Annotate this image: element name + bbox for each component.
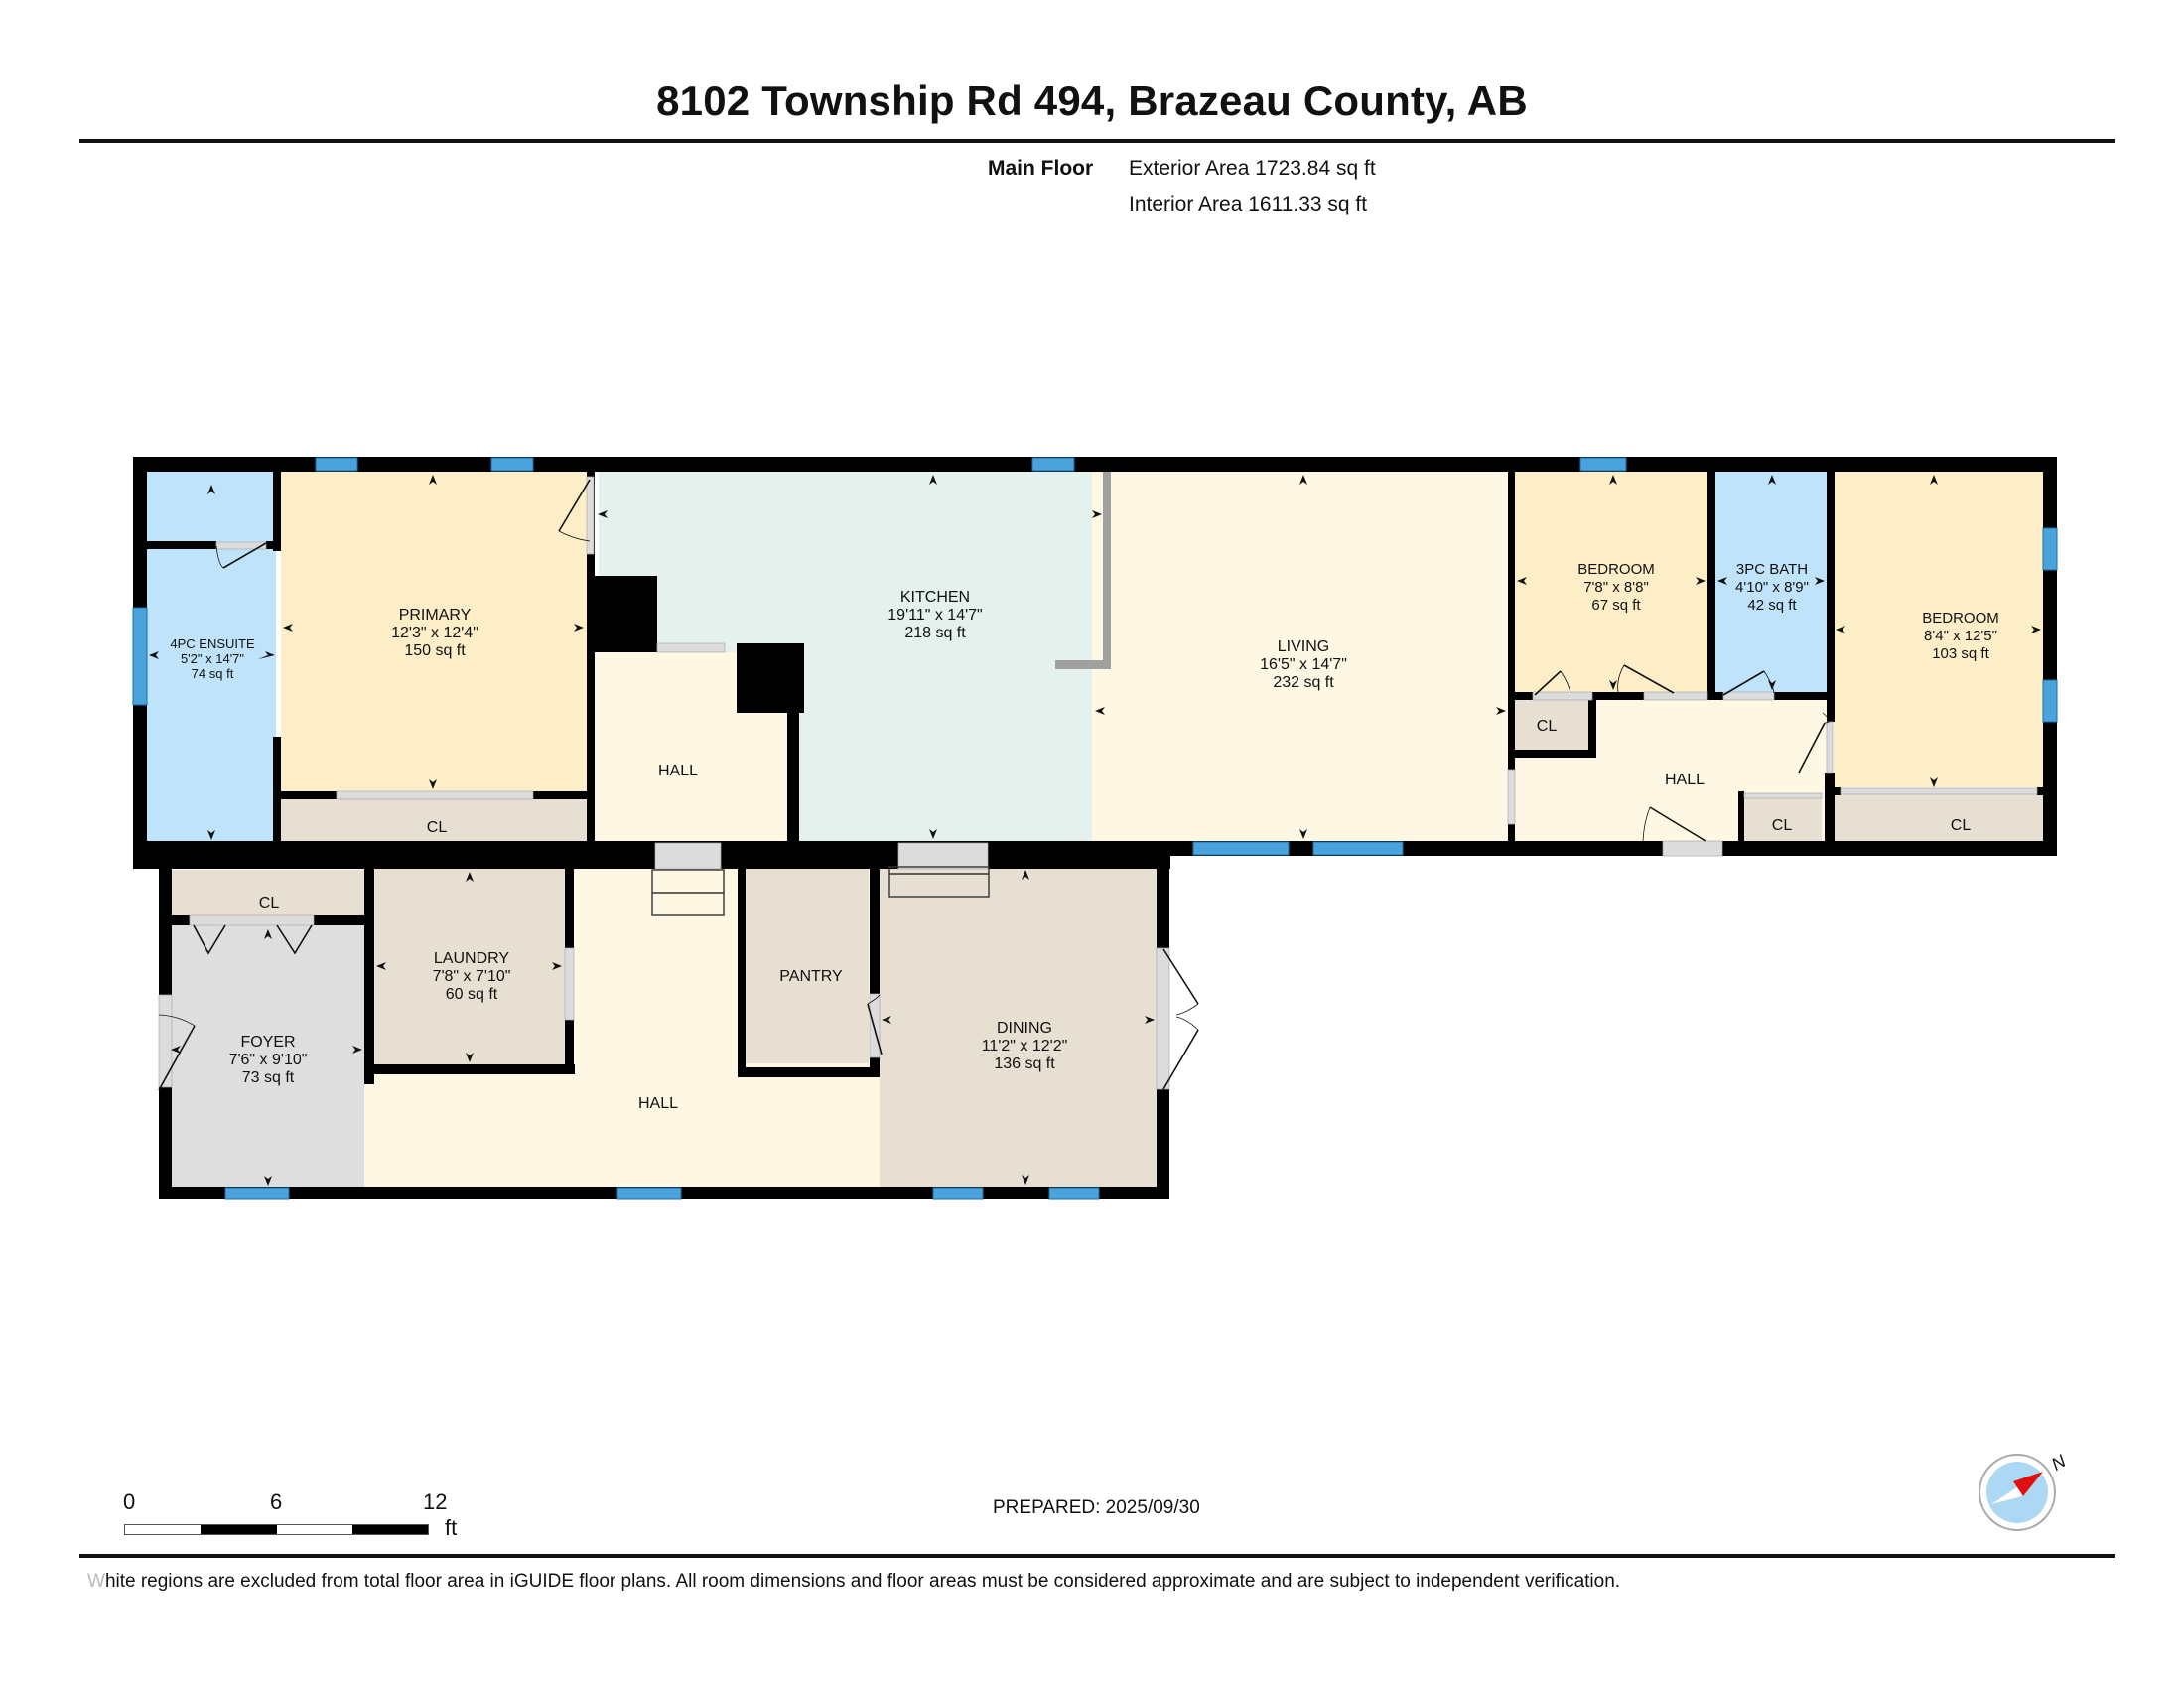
bath3pc-dims: 4'10" x 8'9" — [1735, 579, 1809, 596]
room-labels: 4PC ENSUITE 5'2" x 14'7" 74 sq ft PRIMAR… — [170, 561, 1998, 1112]
hall-bedrooms-name: HALL — [1665, 772, 1705, 788]
disclaimer-first-letter: W — [87, 1571, 105, 1592]
pantry-name: PANTRY — [779, 968, 843, 985]
scale-unit: ft — [445, 1515, 458, 1540]
foyer-dims: 7'6" x 9'10" — [229, 1052, 308, 1068]
foyer-area: 73 sq ft — [242, 1069, 295, 1086]
bedroom2-dims: 7'8" x 8'8" — [1583, 579, 1649, 596]
bath3pc-area: 42 sq ft — [1747, 597, 1797, 614]
primary-name: PRIMARY — [399, 607, 472, 624]
bedroom3-area: 103 sq ft — [1932, 645, 1989, 662]
room-bedroom-3[interactable] — [1834, 472, 2044, 787]
scale-bar: 0 6 12 ft — [123, 1489, 461, 1540]
room-bedroom-2[interactable] — [1515, 472, 1709, 692]
room-foyer[interactable] — [169, 925, 364, 1188]
hall-upper-name: HALL — [658, 763, 698, 779]
room-fills — [147, 472, 2044, 1188]
living-dims: 16'5" x 14'7" — [1260, 656, 1347, 673]
room-closet-hall-1[interactable] — [1509, 700, 1590, 750]
dimension-arrows — [149, 475, 2041, 1186]
ensuite-area: 74 sq ft — [192, 666, 234, 681]
living-area: 232 sq ft — [1273, 674, 1334, 691]
disclaimer: White regions are excluded from total fl… — [87, 1571, 1620, 1593]
disclaimer-text: hite regions are excluded from total flo… — [104, 1571, 1621, 1592]
room-primary-closet[interactable] — [281, 799, 591, 841]
room-living[interactable] — [1092, 472, 1509, 841]
title-divider — [79, 139, 2115, 143]
foyer-closet-name: CL — [259, 895, 280, 912]
exterior-area: Exterior Area 1723.84 sq ft — [1129, 157, 1376, 180]
bedroom2-name: BEDROOM — [1577, 561, 1655, 578]
page-title: 8102 Township Rd 494, Brazeau County, AB — [656, 77, 1528, 124]
bath3pc-name: 3PC BATH — [1736, 561, 1808, 578]
ensuite-dims: 5'2" x 14'7" — [181, 651, 244, 666]
living-name: LIVING — [1278, 638, 1329, 655]
primary-closet-name: CL — [427, 819, 448, 836]
compass: N — [1978, 1450, 2087, 1539]
bedroom2-area: 67 sq ft — [1591, 597, 1641, 614]
scale-label-0: 0 — [123, 1489, 136, 1514]
door-openings — [158, 476, 2038, 1090]
bedroom3-dims: 8'4" x 12'5" — [1924, 628, 1997, 644]
room-3pc-bath[interactable] — [1715, 472, 1827, 692]
bedroom3-name: BEDROOM — [1922, 610, 1999, 627]
primary-area: 150 sq ft — [404, 642, 466, 659]
room-pantry[interactable] — [746, 867, 869, 1063]
hall-lower-name: HALL — [638, 1095, 678, 1112]
kitchen-name: KITCHEN — [900, 589, 970, 606]
floor-name: Main Floor — [988, 157, 1094, 180]
compass-north-label: N — [2048, 1450, 2070, 1474]
scale-label-12: 12 — [423, 1489, 448, 1514]
dining-area: 136 sq ft — [994, 1055, 1055, 1072]
scale-bar-segments — [124, 1524, 429, 1535]
room-closet-hall-2[interactable] — [1742, 797, 1822, 841]
dining-name: DINING — [997, 1020, 1052, 1037]
room-closet-bedroom-3[interactable] — [1834, 794, 2044, 841]
room-dining[interactable] — [880, 867, 1158, 1188]
foyer-name: FOYER — [240, 1034, 295, 1051]
ensuite-name: 4PC ENSUITE — [170, 636, 255, 651]
room-ensuite[interactable] — [147, 472, 276, 841]
prepared-date: PREPARED: 2025/09/30 — [993, 1497, 1200, 1518]
room-primary[interactable] — [281, 472, 591, 791]
laundry-name: LAUNDRY — [434, 950, 510, 967]
dining-dims: 11'2" x 12'2" — [982, 1038, 1068, 1055]
closet-bedroom3-name: CL — [1951, 817, 1972, 834]
primary-dims: 12'3" x 12'4" — [391, 625, 478, 641]
scale-label-6: 6 — [270, 1489, 283, 1514]
footer-divider — [79, 1554, 2115, 1558]
door-swings — [158, 479, 1830, 1091]
closet-hall1-name: CL — [1537, 718, 1558, 735]
laundry-area: 60 sq ft — [446, 986, 498, 1003]
windows — [132, 457, 2058, 1200]
room-foyer-closet[interactable] — [172, 870, 366, 915]
steps — [651, 866, 990, 916]
kitchen-area: 218 sq ft — [904, 625, 966, 641]
compass-icon: N — [1979, 1450, 2070, 1531]
kitchen-dims: 19'11" x 14'7" — [887, 607, 982, 624]
kitchen-counter — [1055, 472, 1111, 669]
closet-hall2-name: CL — [1772, 817, 1793, 834]
interior-area: Interior Area 1611.33 sq ft — [1129, 193, 1368, 215]
laundry-dims: 7'8" x 7'10" — [433, 968, 511, 985]
